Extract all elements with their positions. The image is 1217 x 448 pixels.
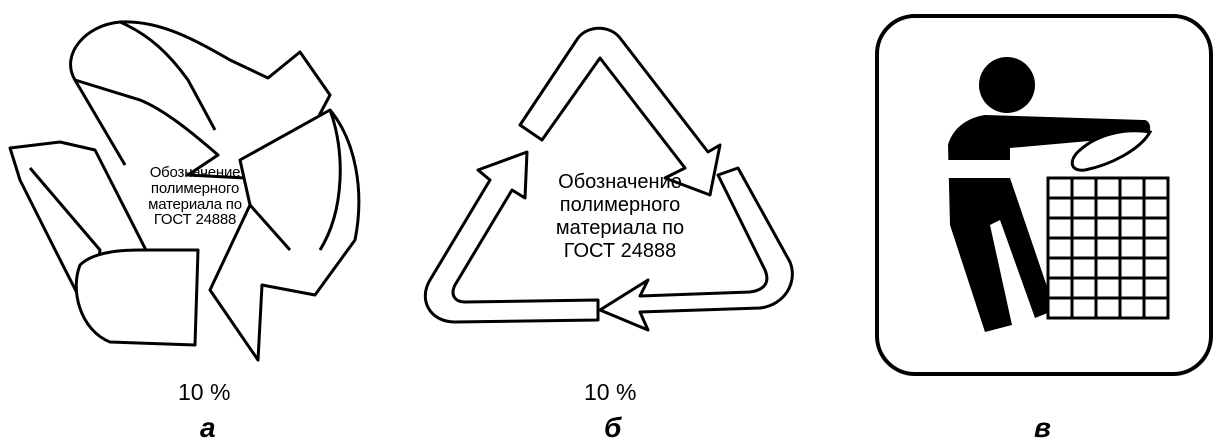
figure-a-text: Обозначение полимерного материала по ГОС… [135, 165, 255, 228]
figure-b-line: Обозначение [558, 171, 682, 193]
figure-v-label: в [1034, 412, 1051, 443]
figure-a-line: ГОСТ 24888 [153, 211, 237, 229]
figure-a-label: а [200, 412, 216, 443]
figure-a-line: полимерного [150, 179, 240, 197]
figure-b-line: материала по [555, 217, 685, 239]
figure-b-text: Обозначение полимерного материала по ГОС… [535, 171, 705, 263]
figure-a-line: материала по [148, 195, 242, 213]
figure-b-percent: 10 % [584, 379, 637, 405]
figure-b-line: ГОСТ 24888 [563, 240, 677, 262]
figure-a-percent: 10 % [178, 379, 231, 405]
figure-b-label: б [604, 412, 622, 443]
figure-a-line: Обозначение [149, 164, 241, 181]
figure-b-line: полимерного [559, 194, 681, 216]
